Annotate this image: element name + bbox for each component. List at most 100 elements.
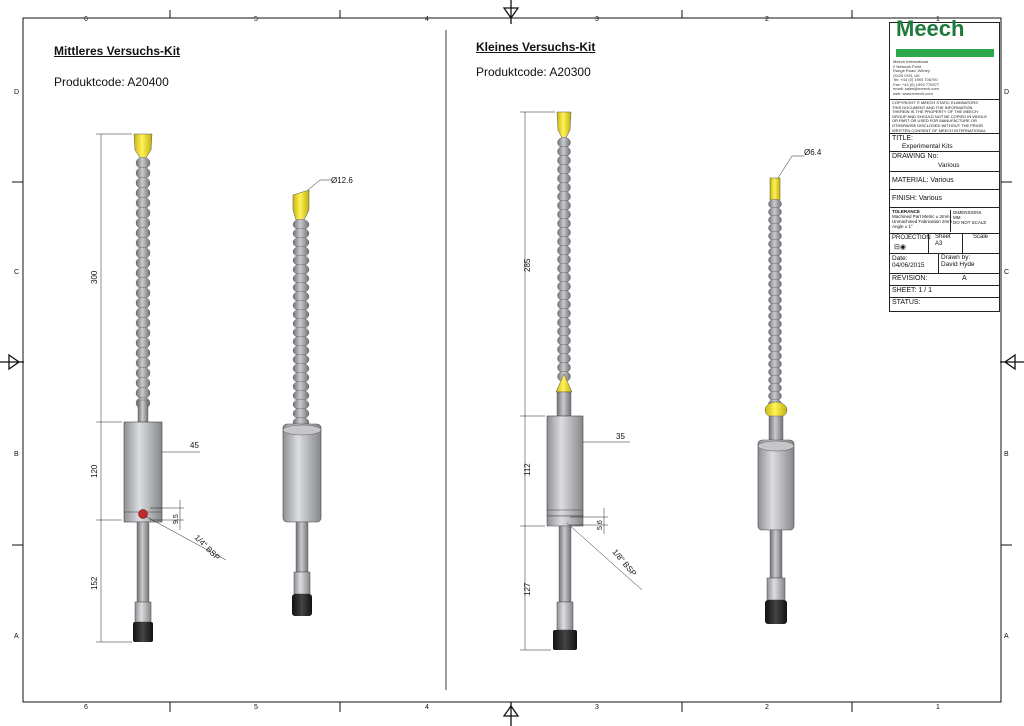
meech-logo-text: Meech [896, 16, 965, 41]
left-kit-code: Produktcode: A20400 [54, 75, 169, 89]
drawing-value: Various [938, 162, 960, 169]
left-dia-label: Ø12.6 [331, 176, 353, 185]
zone-bottom-5: 2 [765, 704, 769, 711]
right-dim-5-6: 5.6 [597, 520, 604, 530]
projection-row: PROJECTION ⊟◉ Sheet A3 Scale [890, 233, 999, 253]
status-row: STATUS: [890, 297, 999, 311]
zone-left-c: C [14, 269, 19, 276]
zone-left-b: B [14, 451, 19, 458]
date-label: Date: [892, 255, 908, 262]
left-iso-cap [292, 594, 312, 616]
right-kit-heading: Kleines Versuchs-Kit [476, 40, 596, 54]
zone-right-d: D [1004, 89, 1009, 96]
right-dim-112: 112 [523, 463, 532, 476]
right-end-cap [553, 630, 577, 650]
revision-row: REVISION: A [890, 273, 999, 285]
left-iso-body [282, 423, 322, 523]
left-hose-segments [135, 156, 151, 410]
zone-right-c: C [1004, 269, 1009, 276]
title-value: Experimental Kits [902, 143, 953, 150]
zone-right-b: B [1004, 451, 1009, 458]
left-dim-152: 152 [90, 576, 99, 590]
left-air-tube [136, 521, 150, 603]
left-kit-heading: Mittleres Versuchs-Kit [54, 44, 181, 58]
left-end-cap [133, 622, 153, 642]
projection-label: PROJECTION [892, 235, 931, 241]
zone-left-d: D [14, 89, 19, 96]
right-iso-nozzle [769, 177, 781, 201]
revision-label: REVISION: [892, 275, 928, 282]
projection-icon: ⊟◉ [894, 244, 906, 251]
left-iso-hose [292, 218, 310, 429]
dimensions-note: DIMENSIONS MM DO NOT SCALE [950, 210, 986, 232]
drawing-label: DRAWING No: [892, 153, 939, 160]
scale-label: Scale [962, 234, 988, 253]
tolerance-label: TOLERANCE [892, 209, 920, 214]
date-value: 04/06/2015 [892, 262, 925, 269]
copyright-notice: COPYRIGHT © MEECH STATIC ELIMINATORS THI… [890, 99, 999, 133]
revision-value: A [962, 275, 967, 282]
inner-frame [22, 17, 1002, 703]
sheet-cell: Sheet A3 [928, 234, 951, 253]
right-nozzle-tip [556, 111, 572, 139]
tolerance-row: TOLERANCE Machined Part Metric ± 2mm Unm… [890, 207, 999, 233]
right-iso-hose [768, 198, 782, 410]
zone-left-a: A [14, 633, 19, 640]
left-dim-300: 300 [90, 270, 99, 284]
left-port-marker [138, 509, 148, 519]
zone-bottom-2: 5 [254, 704, 258, 711]
company-address: Meech International 2 Network Point Rang… [893, 59, 940, 96]
zone-bottom-4: 3 [595, 704, 599, 711]
right-iso-cap [765, 600, 787, 624]
right-iso-body [757, 439, 795, 531]
zone-top-6: 1 [936, 16, 940, 23]
right-hose-segments [557, 136, 571, 383]
title-row: TITLE: Experimental Kits [890, 133, 999, 151]
left-nozzle-tip [133, 133, 153, 159]
zone-labels: 6 5 4 3 2 1 6 5 4 3 2 1 D C B A D C B A [14, 16, 1009, 711]
left-dimensions [96, 133, 227, 643]
left-kit-iso-view [282, 179, 332, 616]
left-dim-45: 45 [190, 441, 199, 450]
right-dim-285: 285 [523, 258, 532, 272]
meech-logo-bar [896, 49, 994, 57]
right-dia-label: Ø6.4 [804, 148, 822, 157]
frame-ticks [12, 10, 1012, 712]
left-chamber-body [123, 421, 163, 523]
left-kit-front-view [123, 133, 163, 642]
sheet-label: Sheet [935, 234, 951, 240]
sheet-value: A3 [935, 241, 943, 247]
sheet-number-row: SHEET: 1 / 1 [890, 285, 999, 297]
right-iso-yellow-ball [764, 401, 788, 419]
left-fitting [134, 601, 152, 623]
material-row: MATERIAL: Various [890, 171, 999, 189]
zone-top-2: 5 [254, 16, 258, 23]
title-block: Meech Meech International 2 Network Poin… [889, 16, 1000, 312]
date-row: Date: 04/06/2015 Drawn by: David Hyde [890, 253, 999, 273]
zone-top-3: 4 [425, 16, 429, 23]
finish-row: FINISH: Various [890, 189, 999, 207]
zone-bottom-3: 4 [425, 704, 429, 711]
title-label: TITLE: [892, 135, 914, 142]
left-dim-9-5: 9.5 [173, 514, 180, 524]
zone-bottom-1: 6 [84, 704, 88, 711]
right-dimensions [520, 111, 643, 651]
left-hose-adapter [137, 399, 149, 423]
zone-top-4: 3 [595, 16, 599, 23]
right-air-tube [558, 525, 572, 603]
right-kit-front-view [546, 111, 584, 650]
right-thread-label: 1/8" BSP [610, 548, 638, 578]
right-chamber-body [546, 415, 584, 517]
drawing-row: DRAWING No: Various [890, 151, 999, 171]
zone-bottom-6: 1 [936, 704, 940, 711]
zone-top-5: 2 [765, 16, 769, 23]
right-kit-code: Produktcode: A20300 [476, 65, 591, 79]
right-kit-iso-view [757, 155, 804, 624]
right-dim-127: 127 [523, 582, 532, 596]
drawn-label: Drawn by: [941, 254, 971, 261]
drawn-value: David Hyde [941, 261, 975, 268]
tolerance-lines: Machined Part Metric ± 2mm Unmachined Fa… [892, 214, 953, 229]
left-dim-120: 120 [90, 464, 99, 478]
left-iso-nozzle [292, 189, 310, 221]
